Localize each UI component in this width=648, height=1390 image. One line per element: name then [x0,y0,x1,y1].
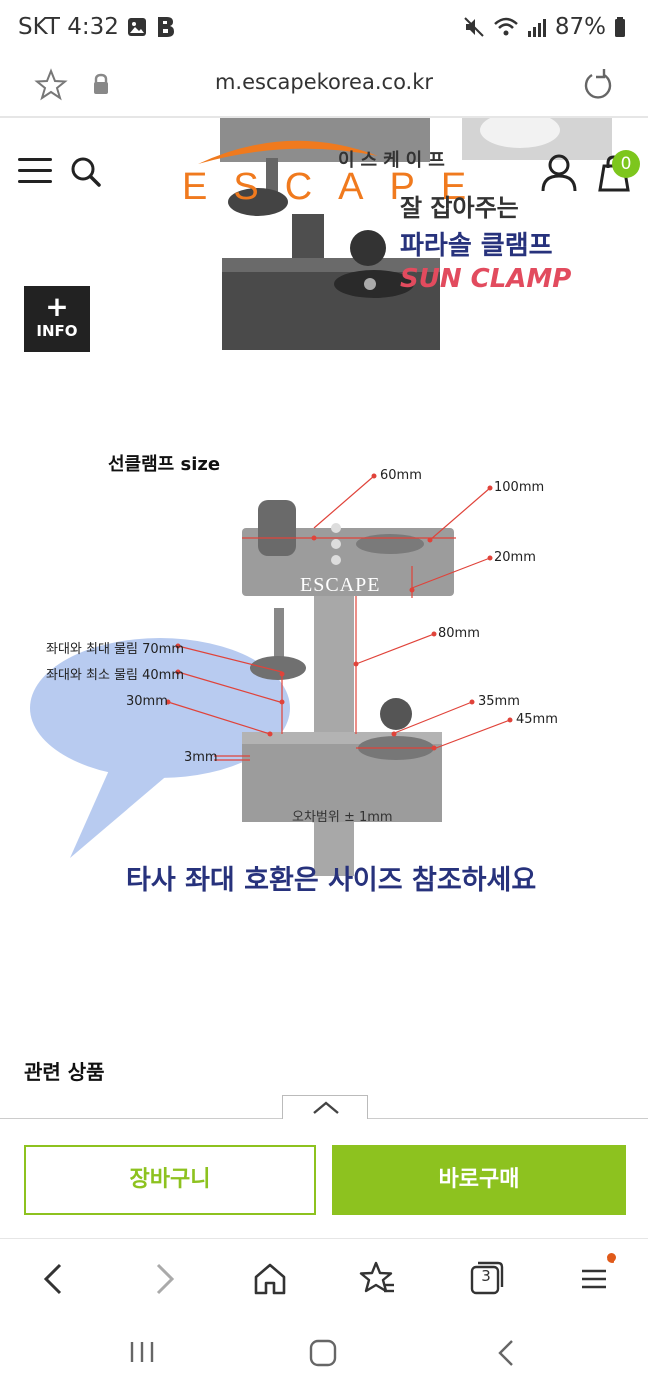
lock-icon[interactable] [92,73,110,95]
recents-icon[interactable] [128,1338,156,1366]
tabs-count: 3 [481,1267,491,1285]
status-bar: SKT 4:32 87% [0,0,648,56]
bookmarks-icon[interactable] [358,1259,398,1299]
dim-60mm: 60mm [380,468,422,483]
menu-notification-dot [607,1253,616,1262]
hero-copy: 잘 잡아주는 파라솔 클램프 SUN CLAMP [400,188,640,294]
info-label: INFO [36,322,78,340]
logo-text: ESCAPE [182,166,493,208]
gallery-icon [127,18,146,36]
sun-clamp-photo [220,118,612,350]
battery-percent: 87% [554,14,606,40]
chevron-up-icon [313,1101,339,1114]
home-nav-icon[interactable] [308,1338,338,1368]
status-left: SKT 4:32 [18,14,175,40]
menu-icon[interactable] [574,1259,614,1299]
site-header: 이스케이프 ESCAPE 0 [0,118,648,228]
buy-now-button[interactable]: 바로구매 [332,1145,626,1215]
tabs-button[interactable]: 3 [466,1259,506,1299]
hero-tagline: 잘 잡아주는 [400,194,519,222]
browser-url-bar: m.escapekorea.co.kr [0,56,648,118]
back-icon[interactable] [34,1259,74,1299]
clamp-diagram-drawing [30,473,513,876]
user-icon[interactable] [540,154,578,192]
b-app-icon [157,17,174,37]
hamburger-menu-icon[interactable] [18,158,52,186]
tolerance-note: 오차범위 ± 1mm [292,810,393,825]
wifi-icon [494,17,518,36]
dim-3mm: 3mm [184,750,218,765]
signal-icon [527,19,546,37]
bookmark-star-icon[interactable] [34,68,68,102]
android-nav-bar [0,1318,648,1390]
purchase-action-bar: 장바구니 바로구매 [0,1095,648,1238]
browser-toolbar: 3 [0,1238,648,1318]
home-icon[interactable] [250,1259,290,1299]
logo-korean: 이스케이프 [338,150,451,171]
battery-icon [615,17,625,37]
product-hero-image: 이스케이프 ESCAPE 0 잘 잡아주는 파라솔 클램프 SUN CLAMP … [0,118,648,358]
back-nav-icon[interactable] [494,1338,518,1368]
cart-count-badge: 0 [612,150,640,178]
web-page: 이스케이프 ESCAPE 0 잘 잡아주는 파라솔 클램프 SUN CLAMP … [0,118,648,1118]
add-to-cart-button[interactable]: 장바구니 [24,1145,316,1215]
carrier-time: SKT 4:32 [18,14,119,40]
dim-35mm: 35mm [478,694,520,709]
hero-product-en: SUN CLAMP [400,264,572,294]
tabs-icon [470,1261,504,1295]
reload-icon[interactable] [582,68,614,102]
search-icon[interactable] [70,156,102,188]
dim-100mm: 100mm [494,480,545,495]
dim-min-grip: 좌대와 최소 물림 40mm [46,668,184,683]
related-products-title: 관련 상품 [24,1060,105,1084]
escape-logo[interactable]: 이스케이프 ESCAPE [178,126,478,216]
forward-icon[interactable] [144,1259,184,1299]
diagram-title: 선클램프 size [108,454,221,475]
url-text[interactable]: m.escapekorea.co.kr [214,70,434,94]
logo-swoosh [198,140,378,164]
dim-max-grip: 좌대와 최대 물림 70mm [46,642,184,657]
dim-80mm: 80mm [438,626,480,641]
diagram-brand-text: ESCAPE [300,574,381,596]
dim-20mm: 20mm [494,550,536,565]
compat-note: 타사 좌대 호환은 사이즈 참조하세요 [126,865,537,896]
hero-product-kr: 파라솔 클램프 [400,231,553,261]
plus-icon: + [45,290,69,323]
status-right: 87% [463,14,626,40]
collapse-toggle[interactable] [282,1095,368,1119]
dim-30mm: 30mm [126,694,168,709]
info-button[interactable]: + INFO [24,286,90,352]
size-diagram: 선클램프 size [0,438,648,898]
mute-icon [464,17,484,37]
dim-45mm: 45mm [516,712,558,727]
